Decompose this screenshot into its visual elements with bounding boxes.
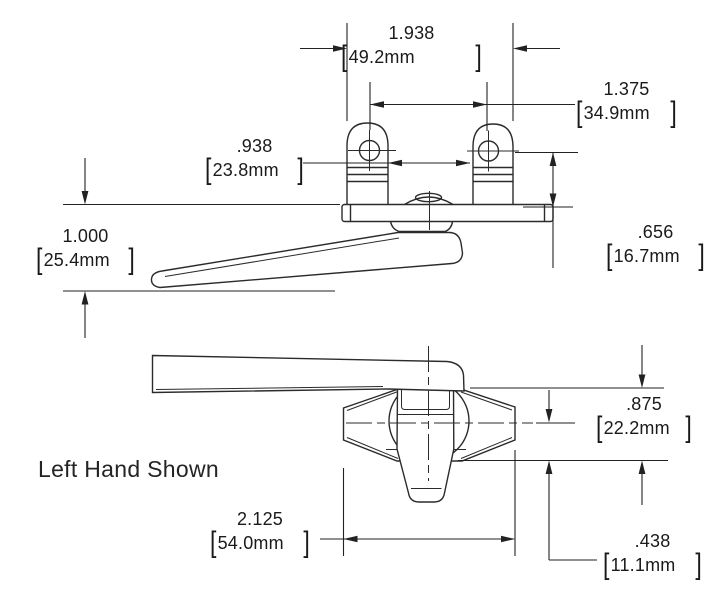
bracket-close: ] bbox=[670, 95, 677, 129]
dim-ear-gap-mm: 23.8mm bbox=[212, 159, 279, 180]
dim-handle-height-inches: 1.000 bbox=[62, 226, 109, 246]
bracket-close: ] bbox=[695, 547, 702, 581]
dim-cam-offset: .438 [11.1mm ] bbox=[603, 531, 702, 581]
dim-base-width-inches: 2.125 bbox=[236, 509, 284, 529]
bracket-close: ] bbox=[698, 238, 705, 272]
bracket-close: ] bbox=[128, 242, 135, 276]
bracket-close: ] bbox=[303, 525, 310, 559]
dim-ear-gap-inches: .938 bbox=[236, 136, 273, 156]
bracket-open: [ bbox=[596, 410, 603, 444]
dim-base-to-center-mm: 16.7mm bbox=[613, 245, 680, 266]
dim-overall-width-inches: 1.938 bbox=[388, 23, 435, 43]
dim-overall-width: 1.938 [49.2mm ] bbox=[341, 23, 482, 73]
dim-base-width-mm: 54.0mm bbox=[217, 532, 284, 553]
dim-ear-gap: .938 [23.8mm ] bbox=[205, 136, 304, 186]
dim-cam-offset-mm: 11.1mm bbox=[610, 554, 676, 575]
bracket-open: [ bbox=[576, 95, 583, 129]
dimension-lines bbox=[63, 23, 668, 561]
dim-base-depth: .875 [22.2mm ] bbox=[596, 394, 692, 444]
bracket-open: [ bbox=[603, 547, 610, 581]
dim-base-depth-inches: .875 bbox=[626, 394, 662, 414]
bracket-close: ] bbox=[685, 410, 692, 444]
centerlines bbox=[346, 346, 533, 481]
dim-handle-height-mm: 25.4mm bbox=[43, 249, 110, 270]
bracket-close: ] bbox=[297, 152, 304, 186]
dim-hole-spacing-mm: 34.9mm bbox=[583, 102, 650, 123]
dim-base-to-center-inches: .656 bbox=[637, 222, 674, 242]
dim-handle-height: 1.000 [25.4mm ] bbox=[36, 226, 135, 276]
bracket-open: [ bbox=[205, 152, 212, 186]
dim-hole-spacing-inches: 1.375 bbox=[603, 79, 650, 99]
bracket-open: [ bbox=[606, 238, 613, 272]
top-view-linework bbox=[150, 122, 554, 289]
dim-base-width: 2.125 [54.0mm ] bbox=[210, 509, 310, 559]
dim-base-depth-mm: 22.2mm bbox=[603, 417, 670, 438]
bracket-open: [ bbox=[210, 525, 217, 559]
drawing-caption: Left Hand Shown bbox=[38, 456, 219, 482]
bottom-view-linework bbox=[151, 354, 516, 503]
dim-base-to-center: .656 [16.7mm ] bbox=[606, 222, 705, 272]
dim-hole-spacing: 1.375 [34.9mm ] bbox=[576, 79, 677, 129]
dim-cam-offset-inches: .438 bbox=[634, 531, 671, 551]
bracket-close: ] bbox=[475, 39, 482, 73]
bracket-open: [ bbox=[341, 39, 348, 73]
bracket-open: [ bbox=[36, 242, 43, 276]
dim-overall-width-mm: 49.2mm bbox=[348, 46, 415, 67]
